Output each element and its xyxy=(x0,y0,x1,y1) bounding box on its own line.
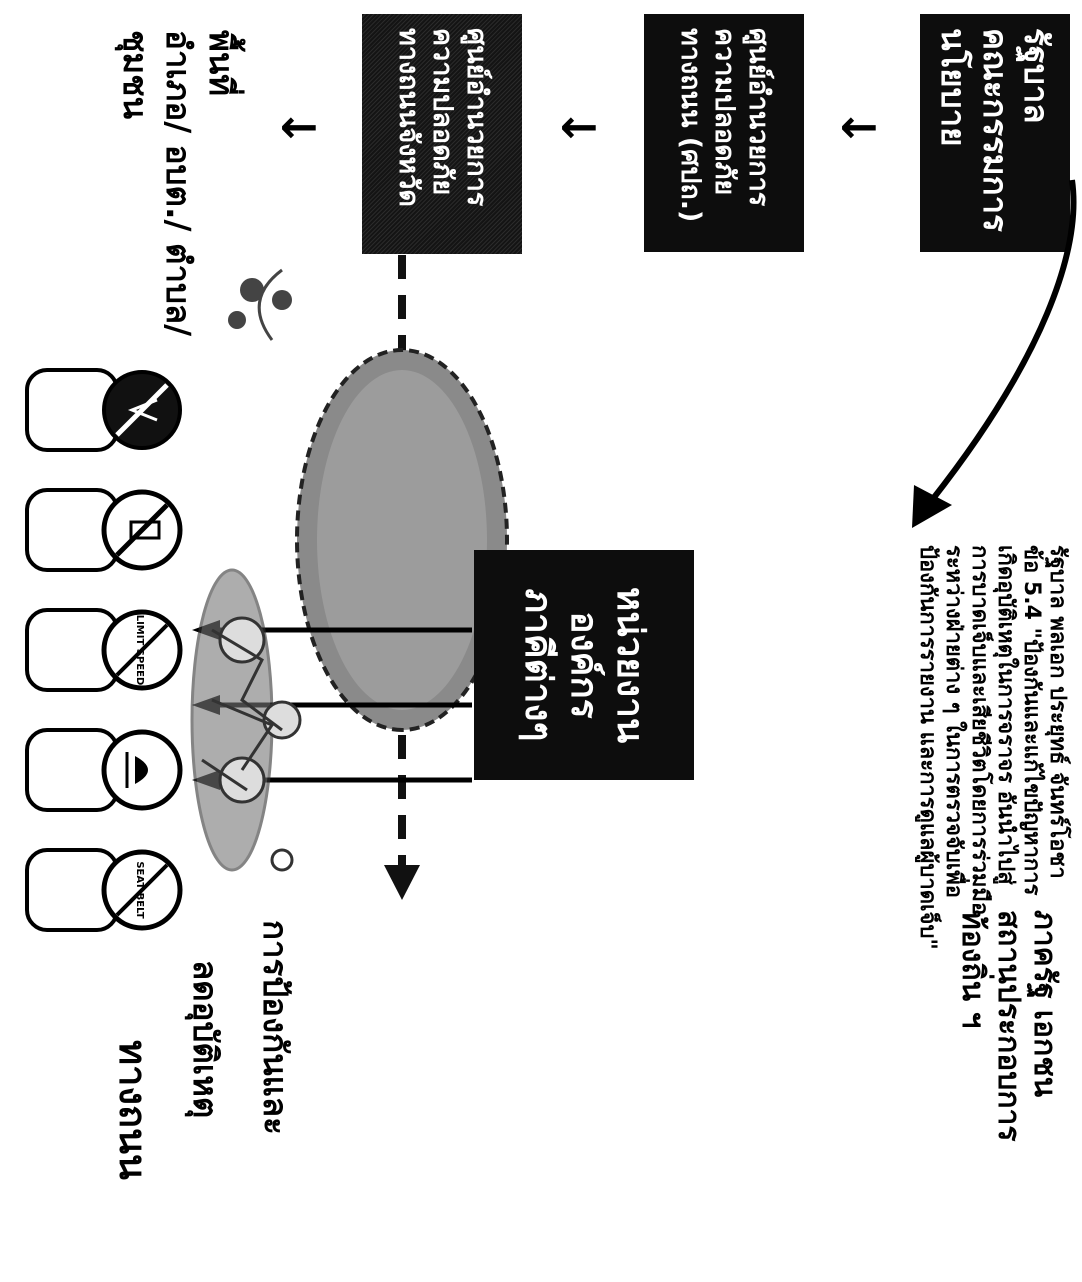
agencies-line-1: หน่วยงาน xyxy=(609,586,653,744)
svg-text:SEAT BELT: SEAT BELT xyxy=(134,861,145,918)
sectors-line-2: สถานประกอบการ xyxy=(991,910,1026,1142)
prevention-text: การป้องกันและ xyxy=(256,920,295,1135)
sign-hands: LIMIT SPEED SEAT BELT xyxy=(25,368,183,932)
sectors-text: ภาครัฐ เอกชน สถานประกอบการ ท้องถิ่น ฯ xyxy=(954,910,1062,1141)
no-drink-drive-icon xyxy=(25,368,182,452)
agencies-line-3: ภาคีต่างๆ xyxy=(516,588,560,742)
road-axis-arrowhead xyxy=(384,865,420,900)
small-sketch xyxy=(228,268,292,341)
motorcycle-illustration xyxy=(190,568,302,872)
svg-text:LIMIT SPEED: LIMIT SPEED xyxy=(134,615,145,686)
prevention-label: การป้องกันและ xyxy=(256,920,295,1135)
road-zone-inner xyxy=(317,370,487,710)
road-text: ทางถนน xyxy=(111,1040,155,1180)
agencies-line-2: องค์กร xyxy=(563,611,607,719)
sectors-line-3: ท้องถิ่น ฯ xyxy=(955,910,990,1029)
curved-arrow xyxy=(929,179,1077,502)
reduce-label: ลดอุบัติเหตุ xyxy=(186,960,225,1119)
no-phone-drive-icon xyxy=(25,488,183,572)
agencies-box: หน่วยงาน องค์กร ภาคีต่างๆ xyxy=(474,550,694,780)
reduce-text: ลดอุบัติเหตุ xyxy=(186,960,225,1119)
limit-speed-icon: LIMIT SPEED xyxy=(25,608,183,692)
seat-belt-icon: SEAT BELT xyxy=(25,848,183,932)
policy-line-6: ป้องกันการรายงาน และการดูแลผู้บาดเจ็บ" xyxy=(915,545,941,950)
wear-helmet-icon xyxy=(25,728,183,812)
curved-arrow-head xyxy=(912,485,952,528)
sectors-line-1: ภาครัฐ เอกชน xyxy=(1027,910,1062,1098)
